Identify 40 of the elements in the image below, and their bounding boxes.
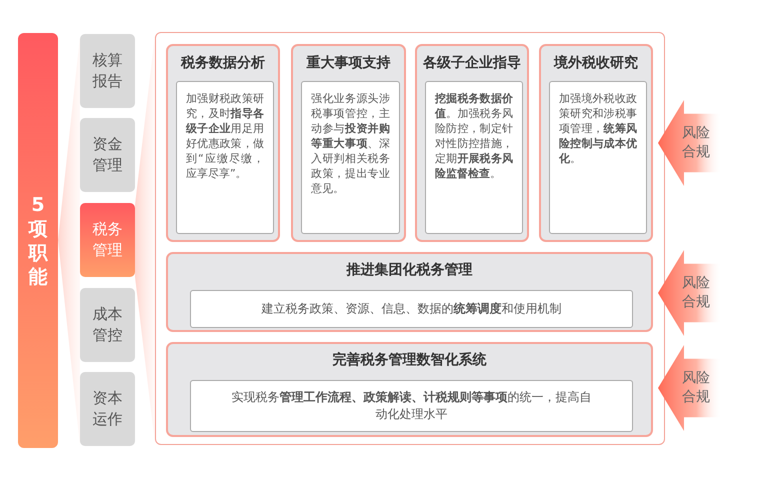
tab-label: 核算报告 bbox=[92, 50, 122, 92]
function-tab bbox=[80, 34, 135, 108]
body-text: 强化业务源头涉税事项管控，主动参与投资并购等重大事项、深入研判相关税务政策，提出专业意见。 bbox=[311, 91, 390, 196]
card-heading: 推进集团化税务管理 bbox=[345, 261, 474, 279]
function-tab bbox=[80, 372, 135, 446]
body-text: 挖掘税务数据价值。加强税务风险防控，制定针对性防控措施，定期开展税务风险监督检查。 bbox=[435, 91, 513, 181]
arrow-label: 风险合规 bbox=[682, 124, 710, 162]
function-tab bbox=[80, 203, 135, 277]
band bbox=[166, 252, 653, 332]
tab-label: 税务管理 bbox=[92, 219, 122, 261]
band bbox=[166, 342, 653, 437]
body-text: 加强境外税收政策研究和涉税事项管理，统筹风险控制与成本优化。 bbox=[559, 91, 637, 166]
arrow-label: 风险合规 bbox=[682, 369, 710, 407]
panel bbox=[155, 32, 665, 445]
body-text: 建立税务政策、资源、信息、数据的统筹调度和使用机制 bbox=[260, 300, 562, 318]
vertical-title: 5项职能 bbox=[28, 192, 48, 288]
card bbox=[291, 44, 406, 242]
text-card bbox=[425, 81, 523, 234]
text-card bbox=[176, 81, 274, 234]
card-heading: 税务数据分析 bbox=[180, 54, 266, 72]
card-heading: 重大事项支持 bbox=[306, 54, 392, 72]
body-text: 加强财税政策研究，及时指导各级子企业用足用好优惠政策，做到“应缴尽缴，应享尽享”。 bbox=[186, 91, 264, 181]
card-heading: 各级子企业指导 bbox=[422, 54, 522, 72]
tab-label: 资本运作 bbox=[92, 388, 122, 430]
text-card bbox=[190, 290, 633, 328]
card bbox=[415, 44, 529, 242]
card bbox=[166, 44, 280, 242]
card-heading: 完善税务管理数智化系统 bbox=[332, 351, 488, 369]
text-card bbox=[190, 380, 633, 432]
text-card bbox=[549, 81, 647, 234]
card-heading: 境外税收研究 bbox=[552, 54, 639, 72]
card bbox=[539, 44, 653, 242]
function-tab bbox=[80, 288, 135, 362]
text-card bbox=[301, 81, 400, 234]
body-text: 实现税务管理工作流程、政策解读、计税规则等事项的统一，提高自动化处理水平 bbox=[231, 389, 592, 423]
function-bar bbox=[18, 33, 58, 448]
tab-label: 成本管控 bbox=[92, 304, 122, 346]
arrow-label: 风险合规 bbox=[682, 274, 710, 312]
function-tab bbox=[80, 118, 135, 192]
tab-label: 资金管理 bbox=[92, 134, 122, 176]
